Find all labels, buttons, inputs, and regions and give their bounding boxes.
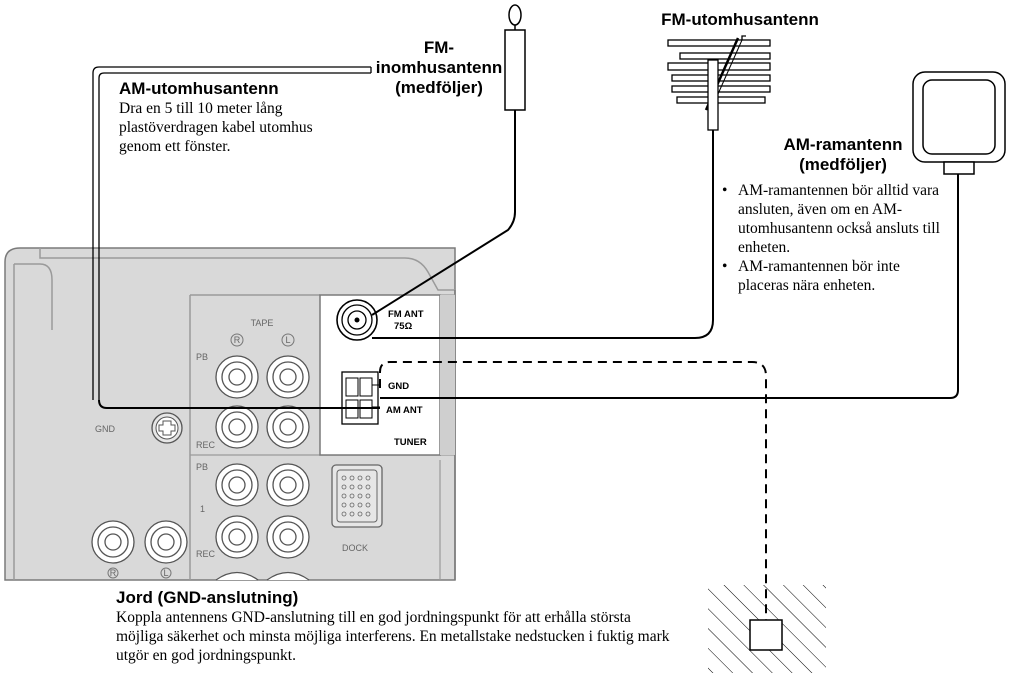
fm-ant-label: FM ANT bbox=[388, 309, 424, 320]
fm-ant-jack[interactable] bbox=[336, 299, 378, 341]
am-ant-label: AM ANT bbox=[386, 405, 423, 416]
ground-connection-label: Jord (GND-anslutning) Koppla antennens G… bbox=[116, 588, 676, 665]
fm-indoor-antenna bbox=[371, 4, 526, 316]
rca-jack[interactable] bbox=[144, 520, 188, 564]
gnd-screw-terminal[interactable] bbox=[151, 412, 183, 444]
fm-outdoor-antenna-label: FM-utomhusantenn bbox=[661, 10, 819, 29]
rec-label: REC bbox=[196, 440, 216, 450]
rca-jack[interactable] bbox=[215, 463, 259, 507]
left-channel-marker: L bbox=[285, 335, 290, 345]
fm-indoor-title-line1: FM- bbox=[423, 38, 455, 57]
fm-indoor-antenna-label: FM- inomhusantenn (medföljer) bbox=[374, 38, 504, 98]
am-loop-title-line1: AM-ramantenn bbox=[783, 135, 903, 154]
ground-title: Jord (GND-anslutning) bbox=[116, 588, 299, 607]
am-loop-note: AM-ramantennen bör alltid vara ansluten,… bbox=[722, 181, 954, 257]
fm-outdoor-antenna bbox=[372, 35, 771, 339]
am-outdoor-antenna-title: AM-utomhusantenn bbox=[119, 79, 279, 98]
rca-jack[interactable] bbox=[215, 405, 259, 449]
rca-jack[interactable] bbox=[215, 355, 259, 399]
am-loop-note: AM-ramantennen bör inte placeras nära en… bbox=[722, 257, 954, 295]
right-channel-marker: R bbox=[234, 335, 241, 345]
am-gnd-spring-terminal[interactable] bbox=[341, 371, 380, 425]
rec-label: REC bbox=[196, 549, 216, 559]
dock-label: DOCK bbox=[342, 543, 368, 553]
rca-jack[interactable] bbox=[266, 355, 310, 399]
am-loop-notes: AM-ramantennen bör alltid vara ansluten,… bbox=[722, 181, 954, 295]
fm-indoor-title-line3: (medföljer) bbox=[395, 78, 483, 97]
rca-jack[interactable] bbox=[266, 405, 310, 449]
tape-label: TAPE bbox=[251, 318, 274, 328]
am-loop-antenna-label: AM-ramantenn (medföljer) AM-ramantennen … bbox=[722, 135, 962, 295]
ground-note: Koppla antennens GND-anslutning till en … bbox=[116, 609, 670, 664]
receiver-rear-panel: TAPE PB REC PB 1 REC GND DOCK R L R L FM… bbox=[4, 247, 456, 581]
rca-jacks bbox=[91, 355, 310, 581]
ground-wire bbox=[379, 361, 767, 620]
gnd-terminal-label: GND bbox=[388, 381, 409, 392]
input-number-label: 1 bbox=[200, 504, 205, 514]
fm-indoor-title-line2: inomhusantenn bbox=[375, 58, 503, 77]
rca-jack[interactable] bbox=[266, 463, 310, 507]
dock-connector[interactable] bbox=[331, 464, 383, 528]
rca-jack[interactable] bbox=[266, 515, 310, 559]
tuner-label: TUNER bbox=[394, 437, 427, 448]
impedance-label: 75Ω bbox=[394, 321, 413, 332]
am-loop-title: AM-ramantenn (medföljer) bbox=[758, 135, 928, 175]
am-outdoor-antenna-note: Dra en 5 till 10 meter lång plastöverdra… bbox=[119, 100, 313, 155]
am-outdoor-antenna-label: AM-utomhusantenn Dra en 5 till 10 meter … bbox=[119, 79, 329, 156]
left-channel-marker: L bbox=[163, 568, 168, 578]
am-loop-antenna bbox=[380, 71, 1006, 399]
right-channel-marker: R bbox=[110, 568, 117, 578]
am-loop-title-line2: (medföljer) bbox=[799, 155, 887, 174]
rca-jack[interactable] bbox=[215, 515, 259, 559]
ground-stake bbox=[708, 585, 826, 673]
rca-jack[interactable] bbox=[91, 520, 135, 564]
gnd-panel-label: GND bbox=[95, 424, 116, 434]
pb-label: PB bbox=[196, 352, 208, 362]
am-outdoor-antenna-wire bbox=[92, 66, 380, 409]
pb-label: PB bbox=[196, 462, 208, 472]
